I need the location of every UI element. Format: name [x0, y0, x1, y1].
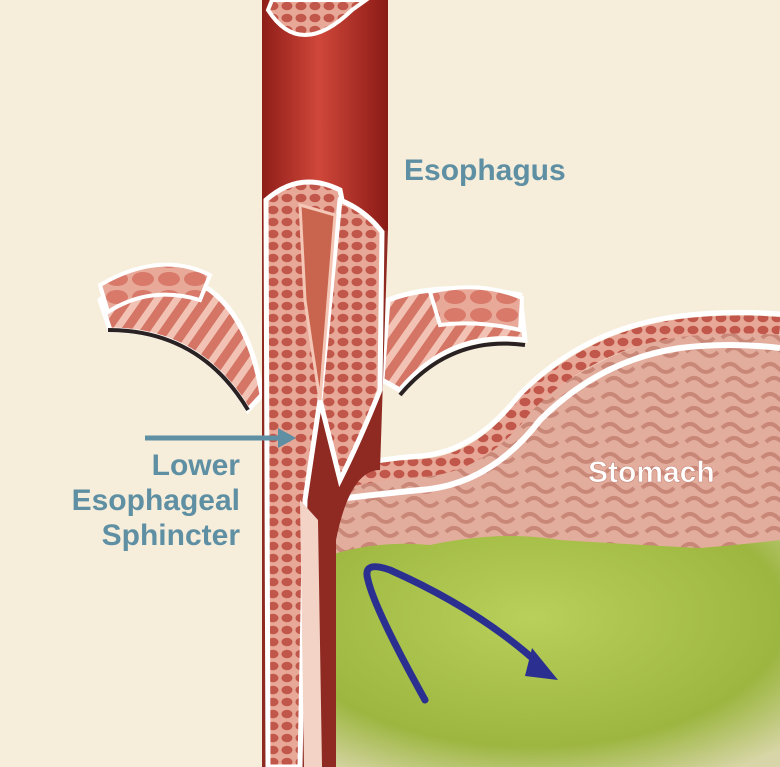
les-label-line-2: Esophageal	[72, 484, 240, 517]
stomach-label: Stomach	[588, 456, 715, 489]
les-label-line-1: Lower	[152, 449, 241, 482]
esophagus-label: Esophagus	[404, 154, 566, 187]
les-label-line-3: Sphincter	[102, 519, 241, 552]
